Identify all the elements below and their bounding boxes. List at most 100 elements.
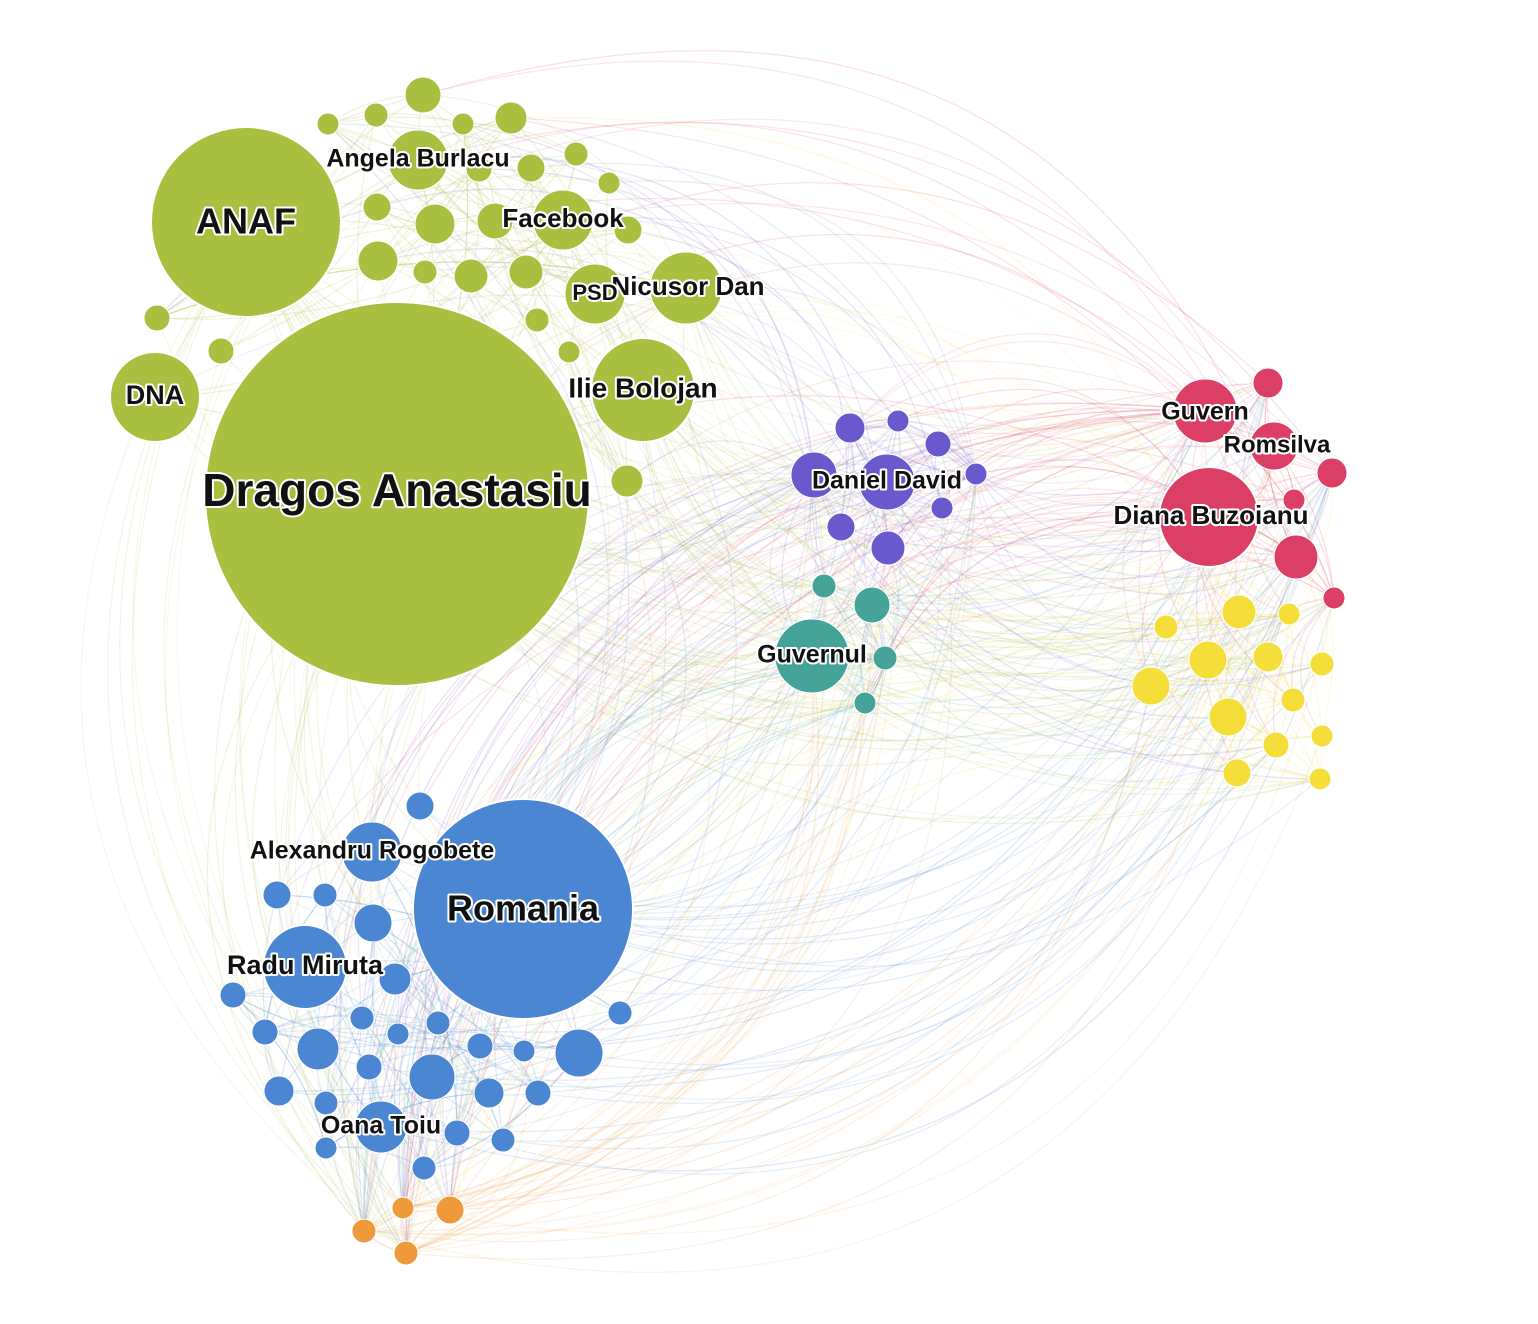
node-yellow[interactable]: [1262, 731, 1290, 759]
node-yellow[interactable]: [1131, 666, 1171, 706]
node-green[interactable]: [508, 254, 544, 290]
node-blue[interactable]: [386, 1022, 410, 1046]
node-blue[interactable]: [312, 882, 338, 908]
node-orange[interactable]: [391, 1196, 415, 1220]
node-yellow[interactable]: [1221, 594, 1257, 630]
node-ilie-bolojan[interactable]: [590, 337, 696, 443]
node-blue[interactable]: [524, 1079, 552, 1107]
node-radu-miruta[interactable]: [262, 924, 348, 1010]
node-green[interactable]: [597, 171, 621, 195]
node-red[interactable]: [1322, 586, 1346, 610]
node-blue[interactable]: [466, 1032, 494, 1060]
node-green[interactable]: [363, 102, 389, 128]
node-green[interactable]: [516, 153, 546, 183]
node-green[interactable]: [563, 141, 589, 167]
node-red[interactable]: [1252, 367, 1284, 399]
node-anaf[interactable]: [150, 126, 342, 318]
node-blue[interactable]: [443, 1119, 471, 1147]
node-green[interactable]: [453, 258, 489, 294]
node-blue[interactable]: [296, 1027, 340, 1071]
node-nicusor-dan[interactable]: [649, 251, 723, 325]
node-teal[interactable]: [853, 691, 877, 715]
node-orange[interactable]: [393, 1240, 419, 1266]
node-blue[interactable]: [313, 1090, 339, 1116]
node-red[interactable]: [1273, 534, 1319, 580]
node-yellow[interactable]: [1310, 724, 1334, 748]
node-guvern[interactable]: [1172, 378, 1238, 444]
node-romsilva[interactable]: [1249, 421, 1299, 471]
node-blue[interactable]: [251, 1018, 279, 1046]
node-blue[interactable]: [355, 1053, 383, 1081]
node-angela-burlacu[interactable]: [387, 129, 449, 191]
node-guvernul[interactable]: [774, 618, 850, 694]
node-purple[interactable]: [826, 512, 856, 542]
node-orange[interactable]: [351, 1218, 377, 1244]
node-yellow[interactable]: [1252, 641, 1284, 673]
node-psd[interactable]: [564, 263, 626, 325]
node-yellow[interactable]: [1208, 697, 1248, 737]
node-purple[interactable]: [790, 451, 838, 499]
node-diana-buzoianu[interactable]: [1158, 466, 1260, 568]
node-blue[interactable]: [425, 1010, 451, 1036]
node-yellow[interactable]: [1277, 602, 1301, 626]
node-romania[interactable]: [412, 798, 634, 1020]
node-green[interactable]: [610, 464, 644, 498]
node-teal[interactable]: [811, 573, 837, 599]
node-dragos-anastasiu[interactable]: [204, 301, 590, 687]
node-teal[interactable]: [853, 586, 891, 624]
node-blue[interactable]: [263, 1075, 295, 1107]
node-green[interactable]: [414, 203, 456, 245]
node-purple[interactable]: [886, 409, 910, 433]
node-green[interactable]: [143, 304, 171, 332]
node-purple[interactable]: [870, 530, 906, 566]
node-blue[interactable]: [219, 981, 247, 1009]
node-yellow[interactable]: [1308, 767, 1332, 791]
node-blue[interactable]: [490, 1127, 516, 1153]
node-oana-toiu[interactable]: [354, 1100, 408, 1154]
node-yellow[interactable]: [1222, 758, 1252, 788]
node-green[interactable]: [451, 112, 475, 136]
node-orange[interactable]: [435, 1195, 465, 1225]
node-blue[interactable]: [473, 1077, 505, 1109]
node-facebook[interactable]: [532, 189, 594, 251]
node-teal[interactable]: [872, 645, 898, 671]
node-green[interactable]: [476, 202, 514, 240]
node-blue[interactable]: [353, 903, 393, 943]
node-green[interactable]: [412, 259, 438, 285]
edge: [562, 202, 1333, 474]
node-green[interactable]: [613, 215, 643, 245]
node-green[interactable]: [357, 240, 399, 282]
node-purple[interactable]: [930, 496, 954, 520]
node-purple[interactable]: [834, 412, 866, 444]
node-daniel-david[interactable]: [858, 453, 916, 511]
node-yellow[interactable]: [1153, 614, 1179, 640]
node-blue[interactable]: [408, 1053, 456, 1101]
node-alexandru-rogobete[interactable]: [341, 821, 403, 883]
node-blue[interactable]: [378, 962, 412, 996]
node-purple[interactable]: [924, 430, 952, 458]
node-green[interactable]: [404, 76, 442, 114]
node-dna[interactable]: [109, 351, 201, 443]
node-yellow[interactable]: [1188, 640, 1228, 680]
node-blue[interactable]: [262, 880, 292, 910]
node-yellow[interactable]: [1309, 651, 1335, 677]
node-blue[interactable]: [405, 791, 435, 821]
node-blue[interactable]: [512, 1039, 536, 1063]
node-green[interactable]: [465, 155, 493, 183]
node-green[interactable]: [316, 112, 340, 136]
node-green[interactable]: [524, 307, 550, 333]
edge: [823, 585, 866, 704]
node-blue[interactable]: [607, 1000, 633, 1026]
node-blue[interactable]: [554, 1028, 604, 1078]
node-red[interactable]: [1316, 457, 1348, 489]
node-red[interactable]: [1282, 488, 1306, 512]
node-green[interactable]: [494, 101, 528, 135]
node-green[interactable]: [557, 340, 581, 364]
node-blue[interactable]: [349, 1005, 375, 1031]
node-green[interactable]: [362, 192, 392, 222]
node-blue[interactable]: [411, 1155, 437, 1181]
node-green[interactable]: [207, 337, 235, 365]
node-blue[interactable]: [314, 1136, 338, 1160]
node-purple[interactable]: [964, 462, 988, 486]
node-yellow[interactable]: [1280, 687, 1306, 713]
